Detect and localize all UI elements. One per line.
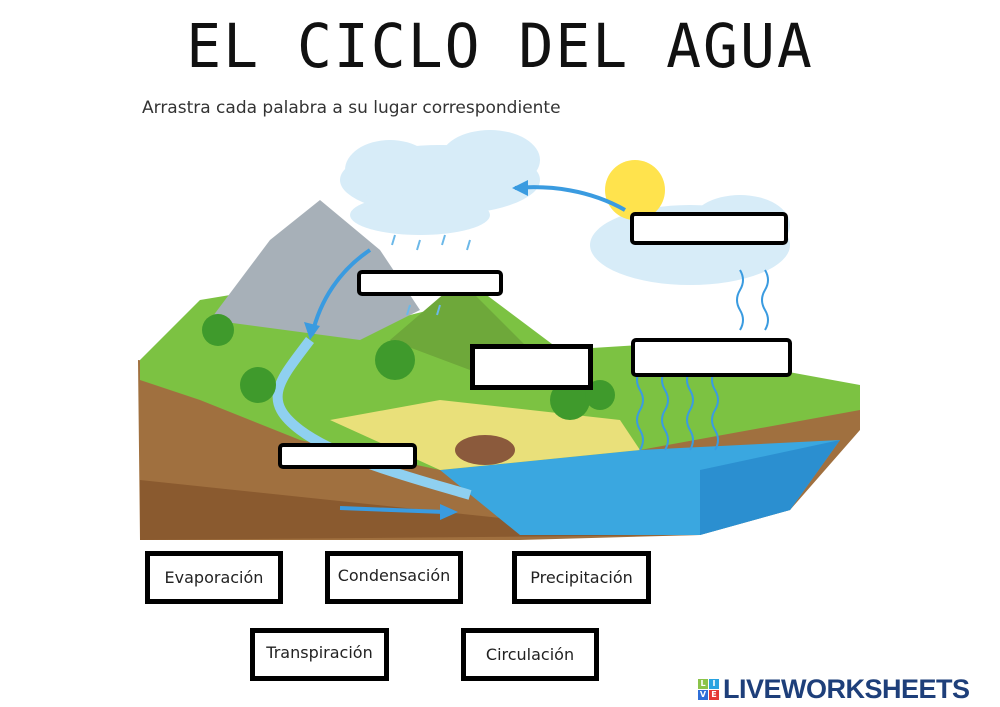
mountain bbox=[210, 200, 420, 340]
drop-zone-4[interactable] bbox=[631, 338, 792, 377]
logo-cube: L bbox=[698, 679, 708, 689]
word-tile-precipitacion[interactable]: Precipitación bbox=[512, 551, 651, 604]
drop-zone-5[interactable] bbox=[278, 443, 417, 469]
logo-text: LIVEWORKSHEETS bbox=[723, 674, 970, 704]
drop-zone-2[interactable] bbox=[357, 270, 503, 296]
word-tile-condensacion[interactable]: Condensación bbox=[325, 551, 463, 604]
sun bbox=[605, 160, 665, 220]
river bbox=[272, 336, 472, 500]
clouds bbox=[340, 130, 790, 285]
word-tile-circulacion[interactable]: Circulación bbox=[461, 628, 599, 681]
instruction-text: Arrastra cada palabra a su lugar corresp… bbox=[142, 98, 561, 118]
drop-zone-3[interactable] bbox=[470, 344, 593, 390]
word-tile-evaporacion[interactable]: Evaporación bbox=[145, 551, 283, 604]
logo-cubes-icon: L I V E bbox=[698, 679, 719, 700]
logo-cube: V bbox=[698, 690, 708, 700]
drop-zone-1[interactable] bbox=[630, 212, 788, 245]
logo-cube: E bbox=[709, 690, 719, 700]
logo-cube: I bbox=[709, 679, 719, 689]
word-tile-transpiracion[interactable]: Transpiración bbox=[250, 628, 389, 681]
page-title: EL CICLO DEL AGUA bbox=[186, 10, 814, 82]
liveworksheets-logo: L I V E LIVEWORKSHEETS bbox=[698, 674, 970, 705]
